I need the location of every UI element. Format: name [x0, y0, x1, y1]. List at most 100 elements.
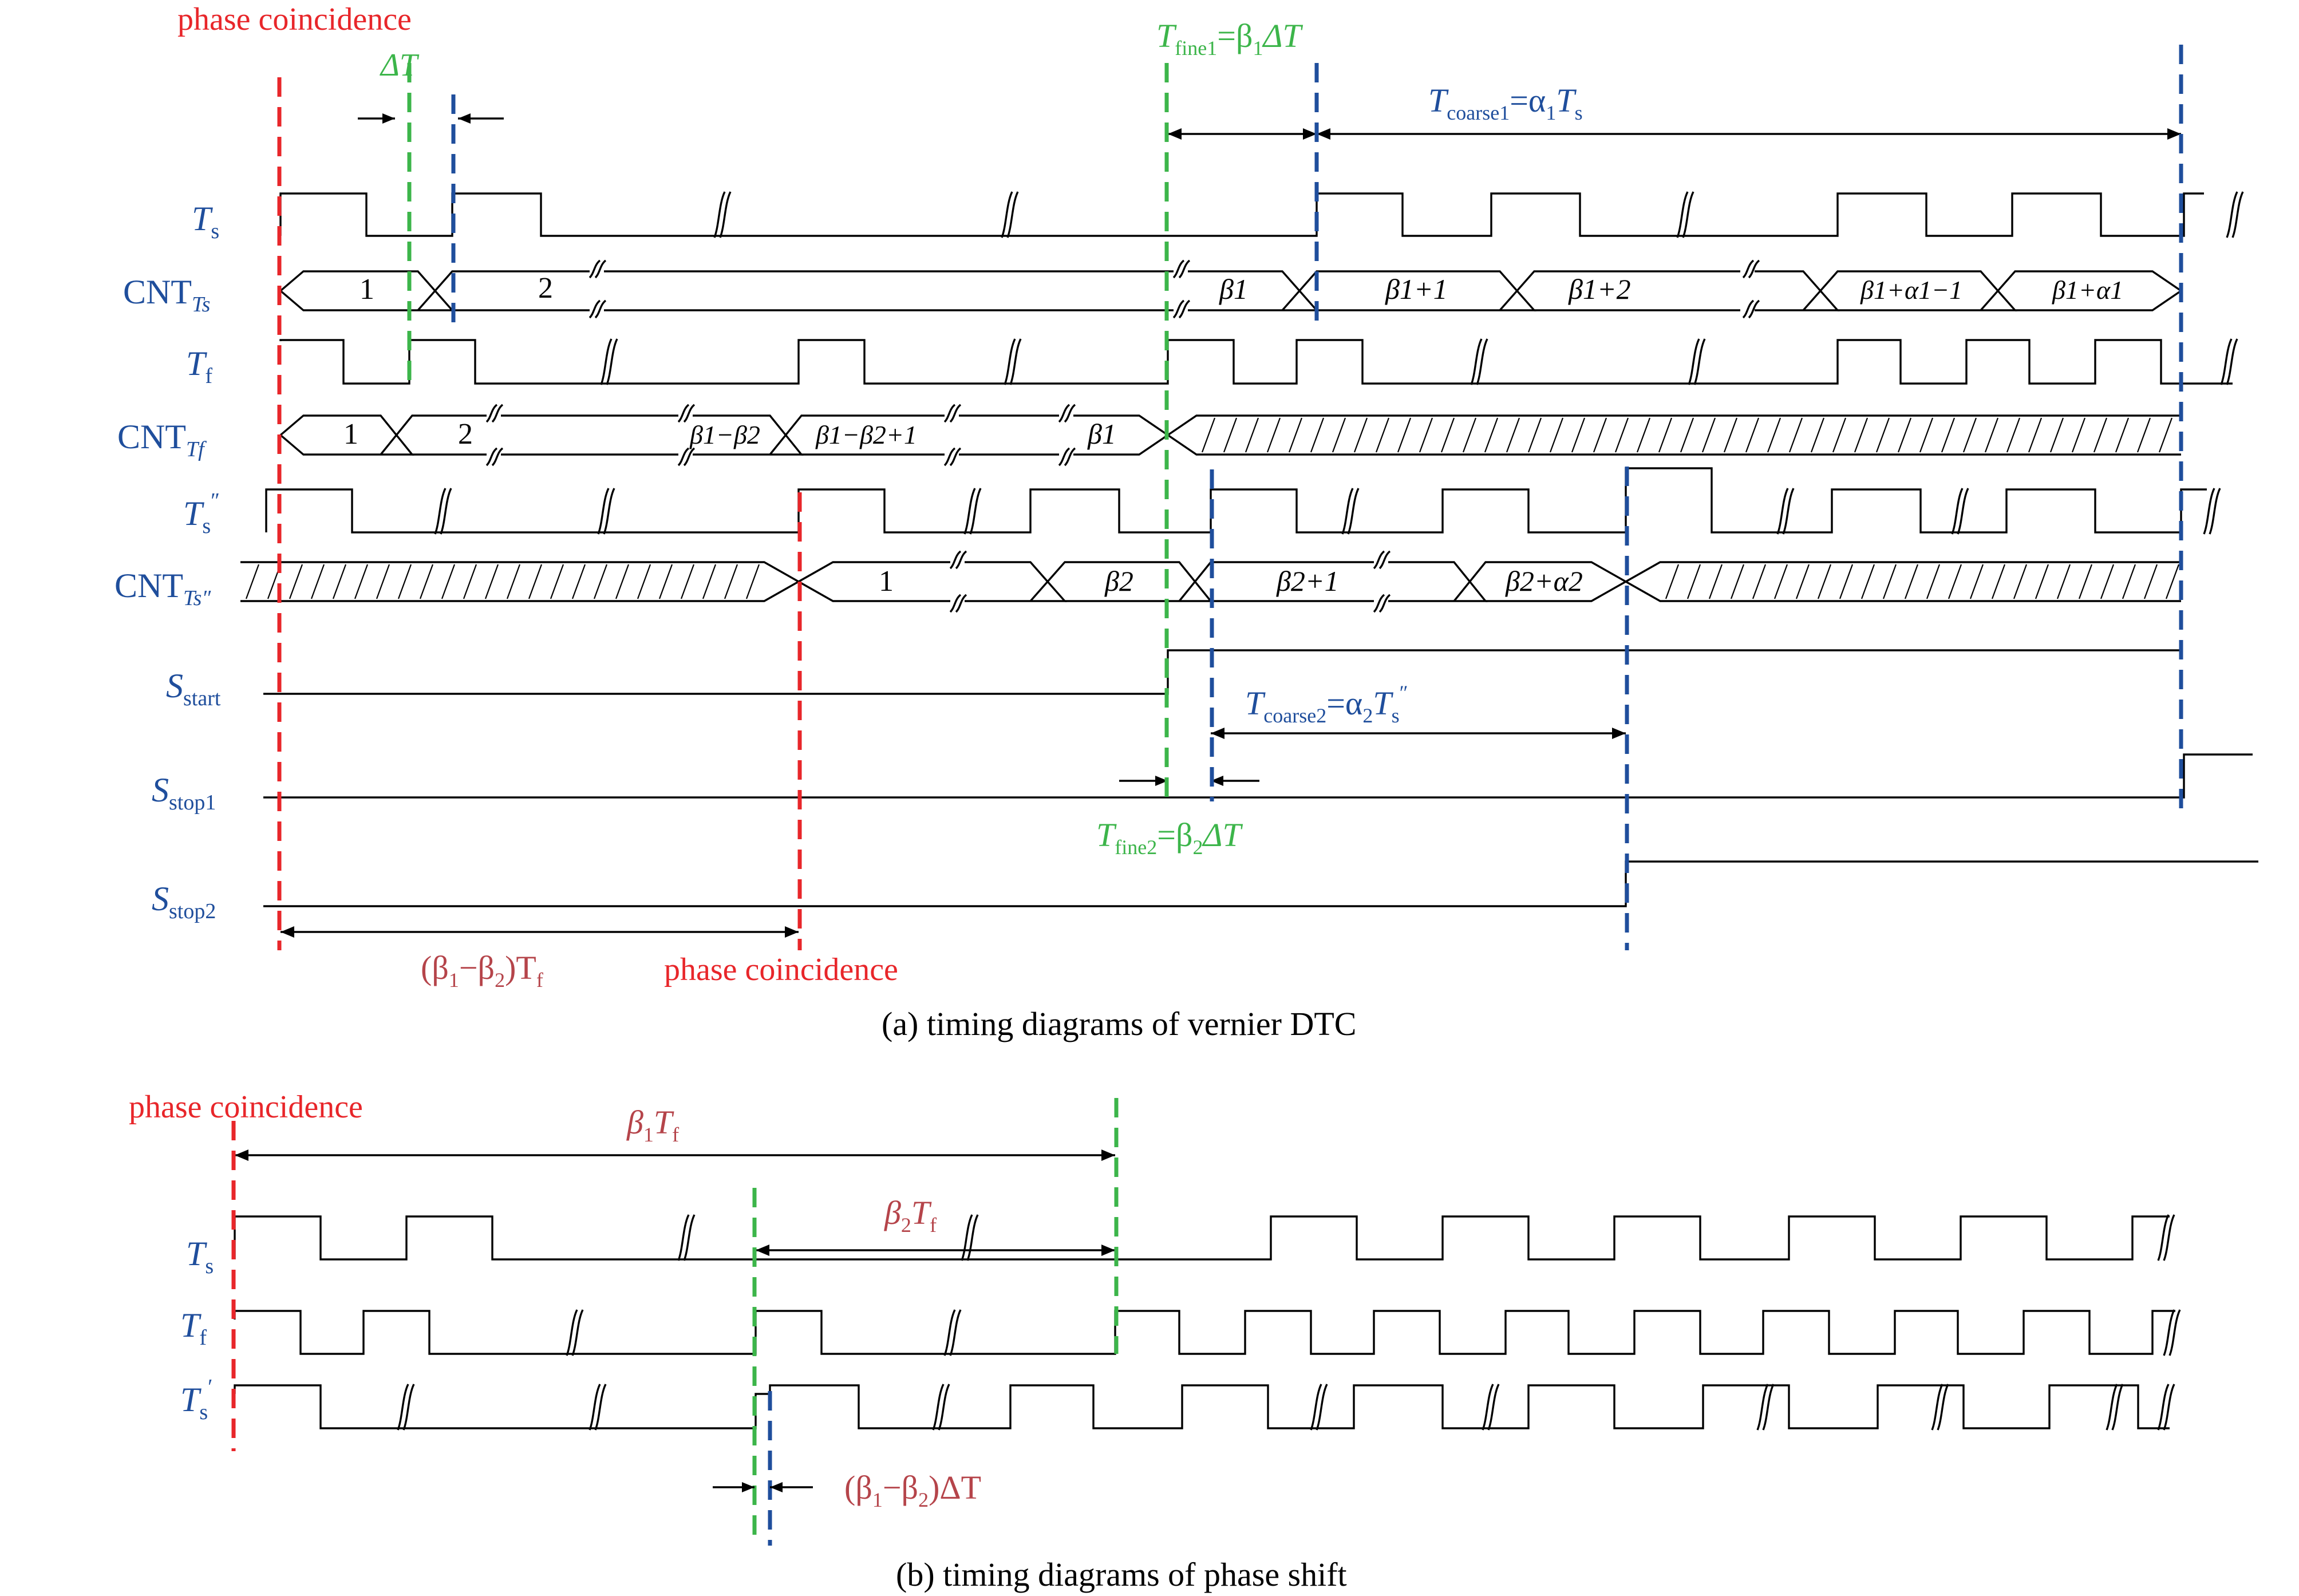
break-mark — [1693, 338, 1706, 385]
cnt-tf-value-2: 2 — [458, 418, 473, 451]
hatch-stroke — [419, 564, 434, 599]
break-mark — [588, 299, 601, 319]
hatch-stroke — [2035, 564, 2049, 599]
hatch-stroke — [376, 564, 390, 599]
cnt-ts-value-6: β1+α1−1 — [1860, 275, 1962, 305]
cnt-tf-value-4: β1−β2+1 — [815, 420, 917, 449]
beta2-tf-label: β2Tf — [884, 1194, 937, 1236]
break-mark — [1682, 191, 1694, 238]
break-mark — [2106, 1384, 2118, 1431]
break-mark — [969, 488, 982, 535]
waveform-tf — [279, 339, 2233, 385]
hatch-stroke — [1527, 417, 1542, 453]
break-mark — [1676, 191, 1689, 238]
break-mark — [2163, 1214, 2175, 1261]
break-marks-b — [397, 1214, 2181, 1431]
t-fine1-label: Tfine1=β1ΔT — [1156, 17, 1303, 60]
break-mark — [677, 1214, 690, 1261]
break-mark — [606, 338, 618, 385]
hatch-stroke — [2122, 564, 2136, 599]
hatch-stroke — [1440, 417, 1455, 453]
t-coarse2-label: Tcoarse2=α2Ts″ — [1245, 681, 1408, 727]
hatch-stroke — [1882, 564, 1897, 599]
break-mark — [2220, 338, 2233, 385]
label-b-ts-prime: Ts′ — [180, 1375, 212, 1424]
hatch-stroke — [1658, 417, 1673, 453]
break-mark — [2157, 1384, 2170, 1431]
panel-a: phase coincidence ΔT Tfine1=β1ΔT Tcoarse… — [114, 2, 2258, 1042]
break-mark — [594, 1384, 607, 1431]
break-mark — [1347, 488, 1360, 535]
hatch-stroke — [1636, 417, 1651, 453]
hatch-stroke — [506, 564, 521, 599]
break-mark — [2203, 488, 2215, 535]
waveform-b-tf — [234, 1310, 2175, 1355]
beta-diff-tf-arrow — [281, 926, 799, 938]
hatch-stroke — [484, 564, 499, 599]
cnt-tf-value-5: β1 — [1087, 418, 1116, 450]
hatch-stroke — [1969, 564, 1984, 599]
break-mark — [949, 594, 962, 613]
label-cnt-tf: CNTTf — [117, 418, 207, 461]
hatch-stroke — [2093, 417, 2108, 453]
hatch-stroke — [1201, 417, 1216, 453]
break-mark — [1373, 550, 1385, 570]
t-coarse1-label: Tcoarse1=α1Ts — [1428, 82, 1583, 124]
hatch-stroke — [550, 564, 564, 599]
break-mark — [1006, 191, 1019, 238]
break-mark — [1009, 338, 1022, 385]
hatch-stroke — [2056, 564, 2071, 599]
hatch-stroke — [1375, 417, 1390, 453]
break-mark — [1748, 259, 1760, 279]
break-mark — [1058, 404, 1071, 423]
break-mark — [2226, 338, 2238, 385]
break-mark — [397, 1384, 409, 1431]
hatch-stroke — [1854, 417, 1869, 453]
hatch-stroke — [310, 564, 325, 599]
caption-b: (b) timing diagrams of phase shift — [896, 1556, 1347, 1593]
break-mark — [1001, 191, 1013, 238]
t-coarse1-arrow — [1317, 128, 2181, 140]
hatch-stroke — [1788, 417, 1803, 453]
hatch-stroke — [637, 564, 651, 599]
cnt-ts-value-3: β1 — [1219, 273, 1248, 305]
break-mark — [963, 488, 976, 535]
break-mark — [949, 550, 962, 570]
break-mark — [594, 259, 607, 279]
hatch-stroke — [1904, 564, 1919, 599]
label-b-ts: Ts — [186, 1235, 214, 1278]
waveform-s-stop1 — [263, 753, 2253, 799]
hatch-stroke — [593, 564, 608, 599]
break-mark — [2209, 488, 2221, 535]
break-mark — [1378, 550, 1391, 570]
hatch-stroke — [702, 564, 717, 599]
hatch-stroke — [1860, 564, 1875, 599]
hatch-stroke — [463, 564, 477, 599]
t-fine2-label: Tfine2=β2ΔT — [1096, 816, 1243, 859]
beta-diff-dt-label: (β1−β2)ΔT — [844, 1469, 981, 1511]
hatch-cnt-ts2 — [245, 564, 2180, 599]
hatch-stroke — [1962, 417, 1977, 453]
break-mark — [1756, 1384, 1769, 1431]
break-mark — [485, 404, 498, 423]
break-mark — [1762, 1384, 1775, 1431]
hatch-stroke — [1984, 417, 1999, 453]
break-mark — [955, 550, 967, 570]
hatch-stroke — [1752, 564, 1767, 599]
cnt-ts-value-7: β1+α1 — [2052, 275, 2123, 305]
hatch-stroke — [1266, 417, 1281, 453]
break-mark — [683, 404, 696, 423]
break-mark — [1688, 338, 1700, 385]
hatch-stroke — [1353, 417, 1368, 453]
break-mark — [2157, 1214, 2170, 1261]
waveform-s-start — [263, 649, 2181, 695]
hatch-stroke — [354, 564, 369, 599]
hatch-stroke — [1549, 417, 1564, 453]
label-cnt-ts: CNTTs — [123, 273, 210, 317]
break-mark — [1172, 259, 1185, 279]
cnt-ts-value-4: β1+1 — [1385, 273, 1448, 305]
break-mark — [943, 404, 956, 423]
break-mark — [1487, 1384, 1500, 1431]
hatch-stroke — [1723, 417, 1738, 453]
cnt-ts-value-5: β1+2 — [1568, 273, 1631, 305]
